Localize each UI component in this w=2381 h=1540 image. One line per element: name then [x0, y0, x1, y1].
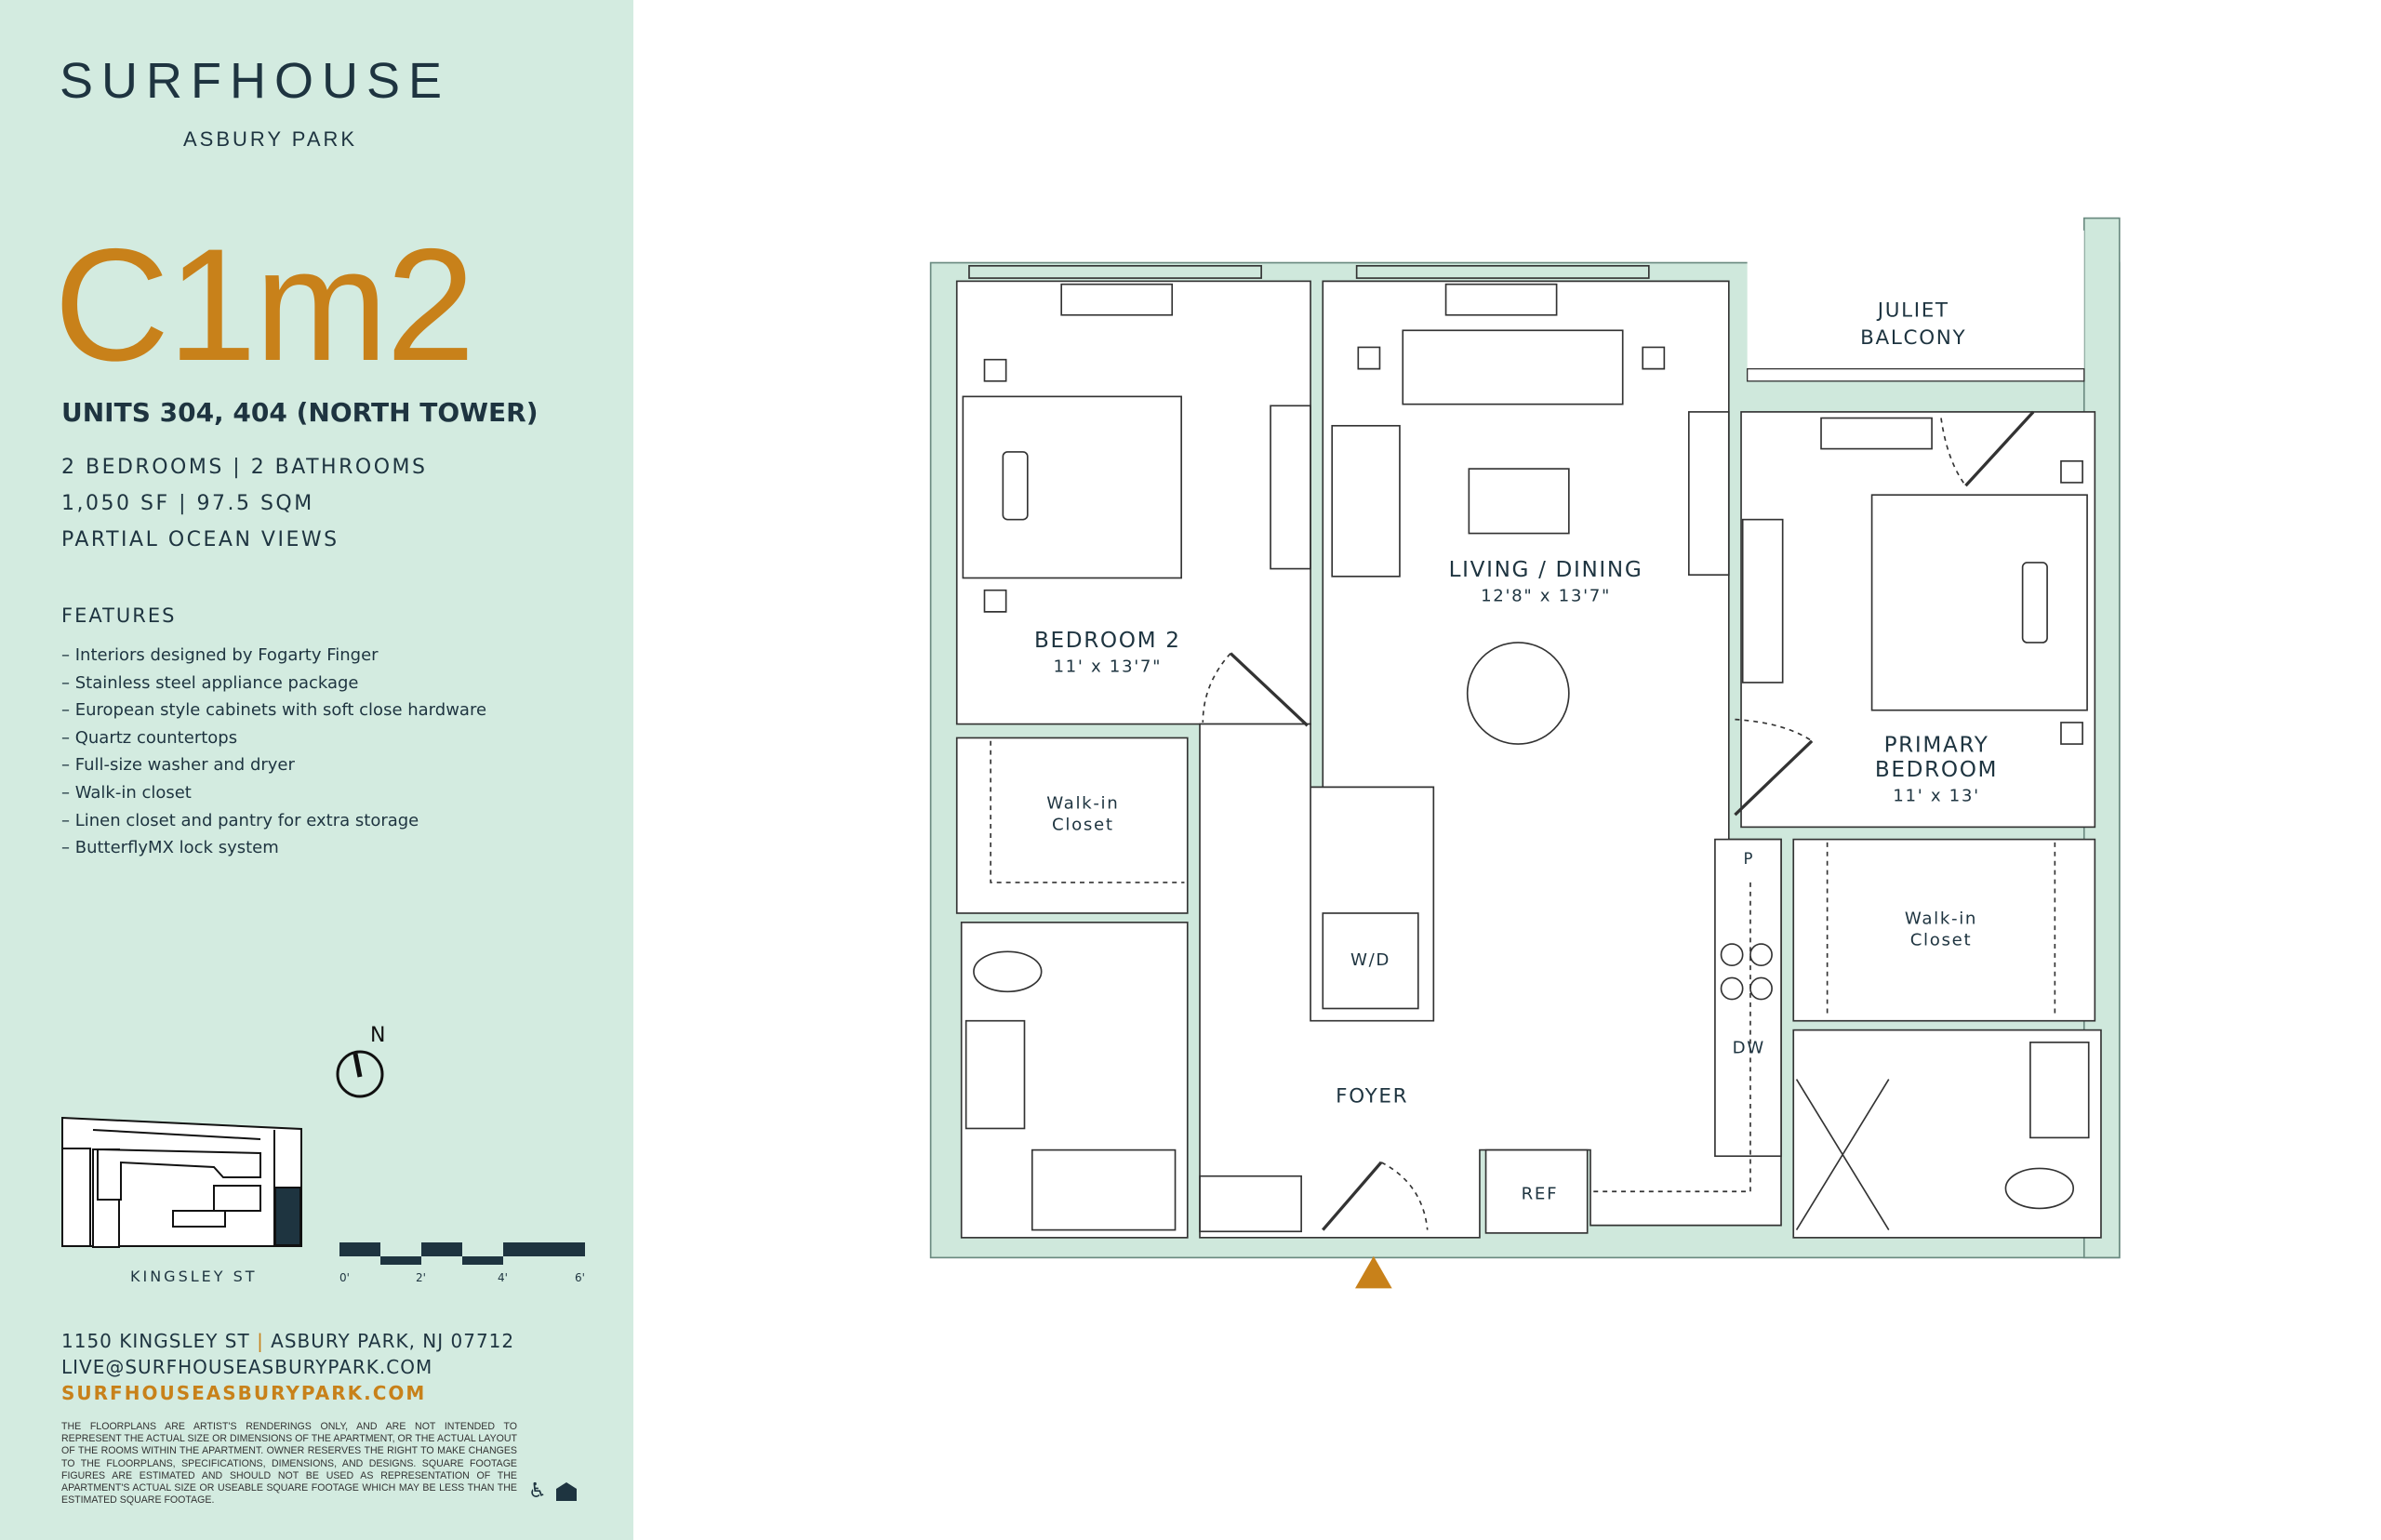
- furniture: [962, 265, 2090, 1233]
- label-pantry: P: [1743, 850, 1754, 868]
- label-primary: PRIMARY: [1884, 733, 1989, 757]
- street-label: KINGSLEY ST: [130, 1268, 258, 1285]
- label-closet: Walk-in: [1905, 909, 1977, 929]
- window: [968, 265, 1262, 279]
- features-heading: FEATURES: [61, 604, 177, 627]
- feature-item: – Interiors designed by Fogarty Finger: [61, 645, 379, 665]
- plan-code: C1m2: [54, 216, 475, 394]
- address-city: ASBURY PARK, NJ 07712: [271, 1330, 515, 1352]
- dining-table: [1466, 642, 1570, 745]
- scale-label: 2': [416, 1271, 426, 1284]
- primary-bath: [1792, 1029, 2102, 1239]
- bedroom-2: [955, 280, 1311, 725]
- north-label: N: [370, 1024, 385, 1047]
- bathtub: [1031, 1148, 1177, 1231]
- label-balcony: JULIET: [1876, 299, 1949, 322]
- brand-logo: SURFHOUSE: [60, 53, 451, 109]
- armchair: [1331, 424, 1401, 578]
- sink: [2029, 1042, 2090, 1139]
- feature-item: – Stainless steel appliance package: [61, 672, 359, 693]
- scale-bar: [339, 1242, 585, 1265]
- label-bedroom-2: BEDROOM 2: [1034, 629, 1181, 653]
- info-panel: SURFHOUSE ASBURY PARK C1m2 UNITS 304, 40…: [0, 0, 633, 1540]
- feature-item: – European style cabinets with soft clos…: [61, 700, 487, 721]
- label-closet: Walk-in: [1046, 794, 1119, 814]
- spec-area: 1,050 SF | 97.5 SQM: [61, 492, 314, 515]
- disclaimer: THE FLOORPLANS ARE ARTIST'S RENDERINGS O…: [61, 1421, 517, 1507]
- feature-item: – ButterflyMX lock system: [61, 838, 279, 858]
- primary-bed: [1870, 494, 2088, 711]
- rooms: [955, 280, 2102, 1239]
- walk-in-closet-1: [955, 737, 1189, 914]
- lamp-icons: [983, 346, 2083, 745]
- label-living: LIVING / DINING: [1449, 558, 1643, 582]
- feature-item: – Linen closet and pantry for extra stor…: [61, 810, 419, 830]
- equal-housing-icon: [556, 1482, 577, 1501]
- floorplan: JULIET BALCONY LIVING / DINING 12'8" x 1…: [929, 217, 2121, 1289]
- window: [1355, 265, 1650, 279]
- toilet: [2004, 1167, 2075, 1210]
- room-labels: JULIET BALCONY LIVING / DINING 12'8" x 1…: [1034, 299, 1998, 1204]
- label-ref: REF: [1522, 1185, 1559, 1204]
- scale-label: 0': [339, 1271, 350, 1284]
- bathroom-2: [960, 922, 1189, 1239]
- entrance-marker-icon: [1354, 1255, 1392, 1289]
- label-wd: W/D: [1350, 950, 1390, 970]
- email-link[interactable]: LIVE@SURFHOUSEASBURYPARK.COM: [61, 1356, 433, 1378]
- website-link[interactable]: SURFHOUSEASBURYPARK.COM: [61, 1382, 427, 1404]
- walk-in-closet-2: [1792, 838, 2096, 1022]
- kitchen-counter: [1714, 838, 1782, 1158]
- compass-icon: [336, 1050, 384, 1098]
- toilet: [973, 950, 1043, 993]
- feature-item: – Quartz countertops: [61, 727, 238, 748]
- label-primary: BEDROOM: [1875, 758, 1998, 782]
- brand-location: ASBURY PARK: [183, 127, 358, 151]
- shower: [1795, 1079, 1890, 1231]
- washer-dryer: [1322, 912, 1419, 1010]
- spec-rooms: 2 BEDROOMS | 2 BATHROOMS: [61, 456, 428, 479]
- site-map: N: [61, 1024, 585, 1265]
- units-title: UNITS 304, 404 (NORTH TOWER): [61, 397, 539, 428]
- coffee-table: [1468, 468, 1570, 535]
- label-closet: Closet: [1910, 931, 1973, 950]
- label-balcony: BALCONY: [1860, 326, 1966, 350]
- sofa: [1402, 329, 1624, 405]
- label-primary-dim: 11' x 13': [1893, 786, 1979, 805]
- address-street: 1150 KINGSLEY ST: [61, 1330, 250, 1352]
- features-list: – Interiors designed by Fogarty Finger –…: [61, 642, 486, 862]
- address-separator: |: [257, 1330, 264, 1352]
- label-closet: Closet: [1052, 816, 1114, 835]
- accessibility-icon: ♿: [528, 1480, 547, 1503]
- feature-item: – Full-size washer and dryer: [61, 755, 295, 776]
- refrigerator: [1484, 1148, 1589, 1234]
- label-dw: DW: [1733, 1038, 1765, 1057]
- label-foyer: FOYER: [1336, 1084, 1408, 1108]
- primary-bedroom: [1740, 411, 2096, 829]
- feature-item: – Walk-in closet: [61, 782, 192, 803]
- scale-label: 4': [498, 1271, 508, 1284]
- spec-views: PARTIAL OCEAN VIEWS: [61, 528, 339, 551]
- label-bedroom-2-dim: 11' x 13'7": [1053, 657, 1162, 676]
- sink: [964, 1019, 1026, 1130]
- scale-label: 6': [575, 1271, 585, 1284]
- label-living-dim: 12'8" x 13'7": [1481, 586, 1611, 605]
- site-plan-icon: [61, 1116, 302, 1248]
- contact-block: 1150 KINGSLEY ST | ASBURY PARK, NJ 07712…: [61, 1328, 514, 1406]
- bed: [962, 395, 1182, 579]
